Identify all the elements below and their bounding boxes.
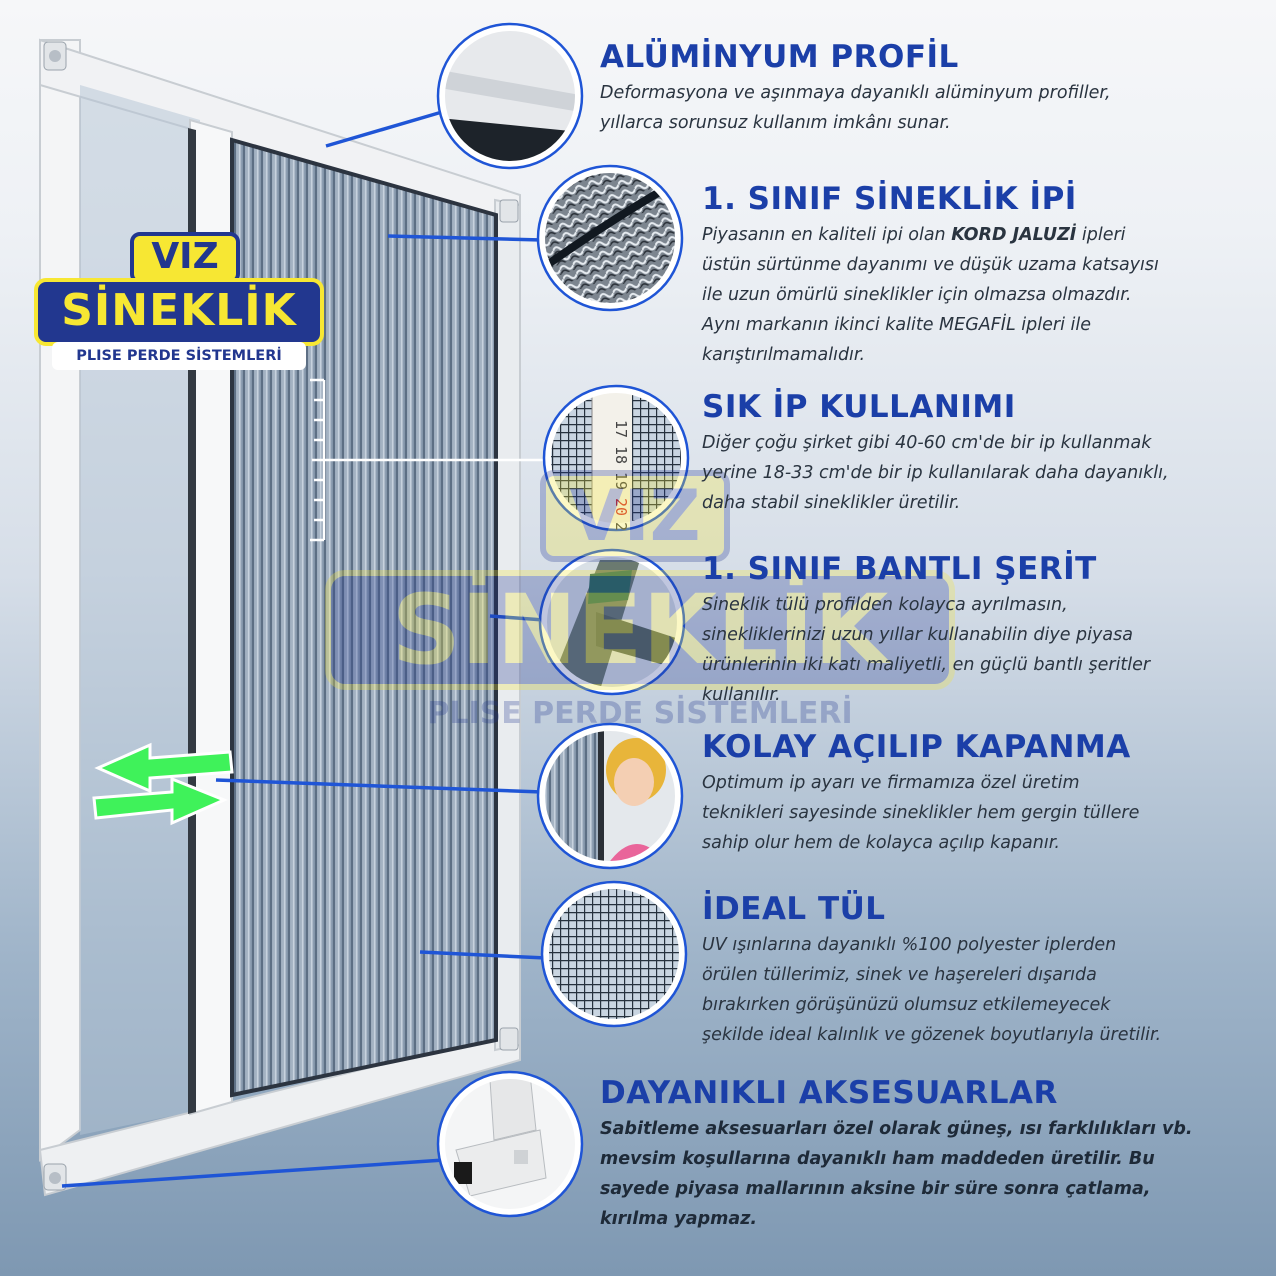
ruler-numbers: 17 18 19 20 2	[612, 420, 630, 531]
ruler-mark-18: 18	[612, 446, 630, 464]
feature-cord: 1. SINIF SİNEKLİK İPİ Piyasanın en kalit…	[702, 180, 1242, 370]
feature-text-line: Optimum ip ayarı ve firmamıza özel üreti…	[702, 773, 1080, 793]
feature-title: İDEAL TÜL	[702, 891, 886, 927]
zoom-ruler	[542, 384, 690, 532]
brand-logo: VIZ SİNEKLİK PLISE PERDE SİSTEMLERİ	[30, 216, 330, 376]
feature-text-line: mevsim koşullarına dayanıklı ham maddede…	[600, 1149, 1155, 1169]
watermark-tagline: PLISE PERDE SİSTEMLERİ	[427, 696, 853, 731]
brand-watermark: VIZ SİNEKLİK PLISE PERDE SİSTEMLERİ	[325, 470, 955, 760]
feature-text-line: yıllarca sorunsuz kullanım imkânı sunar.	[600, 113, 951, 133]
connector-lines	[61, 110, 547, 1188]
zoom-mesh	[540, 880, 688, 1028]
feature-text-line: Diğer çoğu şirket gibi 40-60 cm'de bir i…	[702, 433, 1152, 453]
ruler-overlay	[310, 378, 548, 542]
feature-title: 1. SINIF BANTLI ŞERİT	[702, 551, 1097, 587]
feature-easy-opening: KOLAY AÇILIP KAPANMA Optimum ip ayarı ve…	[702, 728, 1242, 858]
zoom-accessories	[436, 1070, 584, 1218]
feature-text-line: ile uzun ömürlü sineklikler için olmazsa…	[702, 285, 1132, 305]
text-post: ipleri	[1076, 225, 1126, 245]
feature-title: KOLAY AÇILIP KAPANMA	[702, 729, 1131, 765]
text-pre: Piyasanın en kaliteli ipi olan	[702, 225, 952, 245]
feature-title: 1. SINIF SİNEKLİK İPİ	[702, 181, 1077, 217]
ruler-mark-17: 17	[612, 420, 630, 438]
ruler-mark-20: 20	[612, 498, 630, 516]
feature-title: ALÜMİNYUM PROFİL	[600, 39, 959, 75]
zoom-tape-strip	[538, 548, 686, 696]
feature-frequent-cord: SIK İP KULLANIMI Diğer çoğu şirket gibi …	[702, 388, 1242, 518]
feature-text-line: bırakırken görüşünüzü olumsuz etkilemeye…	[702, 995, 1111, 1015]
watermark-name: SİNEKLİK	[325, 570, 955, 690]
feature-text-line: şekilde ideal kalınlık ve gözenek boyutl…	[702, 1025, 1162, 1045]
feature-text-line: Deformasyona ve aşınmaya dayanıklı alümi…	[600, 83, 1111, 103]
feature-text-line: kırılma yapmaz.	[600, 1209, 758, 1229]
feature-text-line: örülen tüllerimiz, sinek ve haşereleri d…	[702, 965, 1097, 985]
zoom-cord	[536, 164, 684, 312]
feature-text-line: Aynı markanın ikinci kalite MEGAFİL iple…	[702, 315, 1091, 335]
logo-viz: VIZ	[130, 232, 240, 284]
feature-title: SIK İP KULLANIMI	[702, 389, 1016, 425]
feature-title: DAYANIKLI AKSESUARLAR	[600, 1075, 1058, 1111]
feature-text-line: yerine 18-33 cm'de bir ip kullanılarak d…	[702, 463, 1169, 483]
feature-text-line: sahip olur hem de kolayca açılıp kapanır…	[702, 833, 1060, 853]
ruler-mark-21: 2	[612, 522, 630, 531]
feature-aluminium-profile: ALÜMİNYUM PROFİL Deformasyona ve aşınmay…	[600, 38, 1240, 138]
feature-text-line: sinekliklerinizi uzun yıllar kullanabili…	[702, 625, 1133, 645]
feature-text-line: Sineklik tülü profilden kolayca ayrılmas…	[702, 595, 1068, 615]
feature-text-line: sayede piyasa mallarının aksine bir süre…	[600, 1179, 1151, 1199]
logo-tagline: PLISE PERDE SİSTEMLERİ	[52, 342, 306, 370]
feature-text-line: daha stabil sineklikler üretilir.	[702, 493, 961, 513]
feature-ideal-mesh: İDEAL TÜL UV ışınlarına dayanıklı %100 p…	[702, 890, 1262, 1050]
ruler-mark-19: 19	[612, 472, 630, 490]
feature-text-line: UV ışınlarına dayanıklı %100 polyester i…	[702, 935, 1117, 955]
feature-text-line: karıştırılmamalıdır.	[702, 345, 866, 365]
feature-text-line: ürünlerinin iki katı maliyetli, en güçlü…	[702, 655, 1151, 675]
feature-tape-strip: 1. SINIF BANTLI ŞERİT Sineklik tülü prof…	[702, 550, 1242, 710]
feature-text-line: Sabitleme aksesuarları özel olarak güneş…	[600, 1119, 1193, 1139]
watermark-viz: VIZ	[540, 470, 730, 562]
feature-text-line: Piyasanın en kaliteli ipi olan KORD JALU…	[702, 220, 1242, 250]
zoom-aluminium-profile	[436, 22, 584, 170]
feature-accessories: DAYANIKLI AKSESUARLAR Sabitleme aksesuar…	[600, 1074, 1240, 1234]
open-close-arrows	[92, 742, 234, 826]
logo-name: SİNEKLİK	[34, 278, 324, 346]
feature-text-line: kullanılır.	[702, 685, 781, 705]
feature-text-line: üstün sürtünme dayanımı ve düşük uzama k…	[702, 255, 1159, 275]
feature-text-line: teknikleri sayesinde sineklikler hem ger…	[702, 803, 1140, 823]
text-bold-brand: KORD JALUZİ	[951, 225, 1077, 245]
